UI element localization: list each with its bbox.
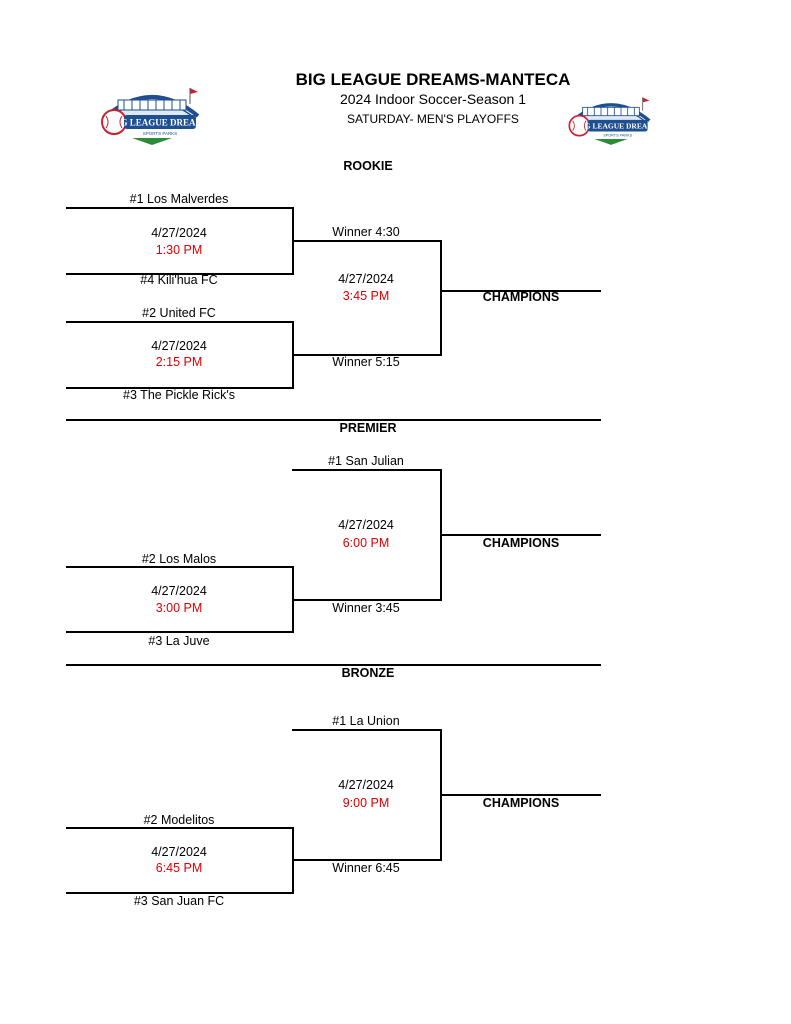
bronze-champions-label: CHAMPIONS [482, 796, 560, 810]
section-divider [66, 664, 601, 666]
big-league-dreams-logo-left: BIG LEAGUE DREAMS SPORTS PARKS [101, 88, 206, 145]
rookie-final-date: 4/27/2024 [338, 272, 394, 286]
premier-final-date: 4/27/2024 [338, 518, 394, 532]
bracket-line [292, 566, 294, 633]
rookie-game1-time: 1:30 PM [155, 243, 203, 257]
section-divider [66, 419, 601, 421]
bronze-final-top-label: #1 La Union [332, 714, 400, 728]
bracket-line [440, 534, 601, 536]
rookie-game1-top-team: #1 Los Malverdes [129, 192, 229, 206]
rookie-game2-date: 4/27/2024 [151, 339, 207, 353]
bracket-line [292, 827, 294, 894]
rookie-game1-bottom-team: #4 Kili'hua FC [140, 273, 218, 287]
rookie-section-title: ROOKIE [343, 159, 393, 173]
rookie-game2-time: 2:15 PM [155, 355, 203, 369]
page-title: BIG LEAGUE DREAMS-MANTECA [295, 70, 571, 89]
bracket-line [292, 859, 442, 861]
premier-final-bottom-label: Winner 3:45 [332, 601, 400, 615]
premier-final-top-label: #1 San Julian [328, 454, 404, 468]
rookie-champions-label: CHAMPIONS [482, 290, 560, 304]
bracket-line [66, 321, 294, 323]
bracket-line [292, 240, 442, 242]
rookie-final-time: 3:45 PM [342, 289, 390, 303]
rookie-game2-bottom-team: #3 The Pickle Rick's [123, 388, 235, 402]
bracket-line [66, 387, 294, 389]
bronze-final-time: 9:00 PM [342, 796, 390, 810]
logo-text: BIG LEAGUE DREAMS [577, 122, 656, 131]
bracket-line [292, 599, 442, 601]
bracket-line [66, 207, 294, 209]
logo-subtext: SPORTS PARKS [603, 134, 632, 138]
bronze-final-date: 4/27/2024 [338, 778, 394, 792]
bronze-section-title: BRONZE [341, 666, 395, 680]
bracket-line [66, 892, 294, 894]
big-league-dreams-logo-right: BIG LEAGUE DREAMS SPORTS PARKS [568, 97, 656, 145]
rookie-game1-date: 4/27/2024 [151, 226, 207, 240]
premier-game1-date: 4/27/2024 [151, 584, 207, 598]
logo-subtext: SPORTS PARKS [143, 131, 178, 136]
logo-text: BIG LEAGUE DREAMS [111, 118, 206, 128]
bronze-game1-bottom-team: #3 San Juan FC [133, 894, 225, 908]
bracket-line [292, 354, 442, 356]
premier-final-time: 6:00 PM [342, 536, 390, 550]
premier-game1-top-team: #2 Los Malos [141, 552, 217, 566]
premier-section-title: PREMIER [339, 421, 397, 435]
bracket-line [66, 273, 294, 275]
rookie-final-bottom-label: Winner 5:15 [332, 355, 400, 369]
bracket-line [440, 240, 442, 356]
bracket-line [66, 631, 294, 633]
bracket-line [292, 469, 442, 471]
premier-game1-time: 3:00 PM [155, 601, 203, 615]
bracket-line [440, 290, 601, 292]
bracket-line [66, 566, 294, 568]
premier-champions-label: CHAMPIONS [482, 536, 560, 550]
rookie-game2-top-team: #2 United FC [142, 306, 216, 320]
rookie-final-top-label: Winner 4:30 [332, 225, 400, 239]
day-division: SATURDAY- MEN'S PLAYOFFS [347, 112, 519, 126]
bracket-line [440, 794, 601, 796]
bronze-final-bottom-label: Winner 6:45 [332, 861, 400, 875]
page-subtitle: 2024 Indoor Soccer-Season 1 [339, 91, 526, 107]
bracket-line [292, 729, 442, 731]
bronze-game1-top-team: #2 Modelitos [143, 813, 215, 827]
bracket-line [66, 827, 294, 829]
bronze-game1-time: 6:45 PM [155, 861, 203, 875]
bronze-game1-date: 4/27/2024 [151, 845, 207, 859]
premier-game1-bottom-team: #3 La Juve [148, 634, 210, 648]
